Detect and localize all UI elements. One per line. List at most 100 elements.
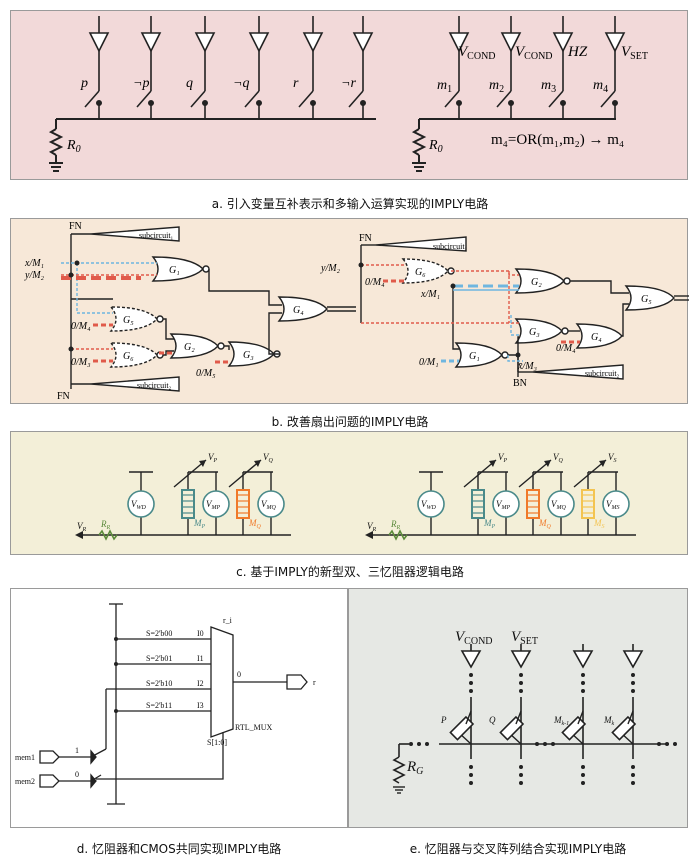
c-right-circuit-meter-3 bbox=[602, 490, 630, 518]
input-x-right-label: x/M₁ bbox=[420, 289, 440, 300]
right-b-labels: FN BN subcircuit₁ subcircuit₂ y/M₂ x/M₁ … bbox=[320, 233, 652, 389]
c-right-circuit-meter-1-label: VMP bbox=[496, 499, 510, 511]
caption-a: a. 引入变量互补表示和多输入运算实现的IMPLY电路 bbox=[211, 197, 489, 211]
gate-label-g2: G₂ bbox=[184, 342, 195, 353]
fn-top-label: FN bbox=[69, 221, 82, 232]
c-left-circuit-meter-2-label: VMQ bbox=[261, 499, 276, 511]
mux-instance-label: r_i bbox=[223, 616, 233, 625]
zero-label-1: 0/M₄ bbox=[365, 277, 385, 288]
left-colored-wires bbox=[61, 262, 231, 364]
panel-b: FN FN subcircuit₁ subcircuit₂ x/M₁ y/M₂ … bbox=[10, 218, 689, 404]
e-memristor-labels: P Q Mk-1 Mk bbox=[440, 715, 615, 727]
c-right-circuit-memristor-label-3: MS bbox=[593, 518, 605, 530]
caption-c: c. 基于IMPLY的新型双、三忆阻器逻辑电路 bbox=[236, 565, 464, 579]
c-left-circuit-source-1 bbox=[173, 459, 207, 488]
mux-select-3: S=2'b11 bbox=[146, 701, 172, 710]
subcircuit2-wedge bbox=[90, 376, 180, 392]
left-r-label: R0 bbox=[66, 138, 81, 155]
gate-label-g5-right: G₅ bbox=[641, 294, 652, 305]
c-right-circuit-rr-label: RR bbox=[390, 519, 401, 531]
switch-label-q: q bbox=[186, 76, 193, 91]
gate-label-g3: G₃ bbox=[243, 350, 254, 361]
panel-e: VCOND VSET RG P Q Mk-1 Mk bbox=[348, 588, 688, 828]
subcircuit2-label: subcircuit₂ bbox=[137, 381, 172, 390]
c-left-circuit-meter-wd bbox=[127, 490, 155, 518]
c-right-circuit-meter-wd-label: VWD bbox=[421, 499, 436, 511]
c-right-circuit-meter-1 bbox=[492, 490, 520, 518]
subcircuit1-right-label: subcircuit₁ bbox=[433, 242, 468, 251]
mux-select-0: S=2'b00 bbox=[146, 629, 172, 638]
right-imply-circuit bbox=[411, 118, 616, 172]
bitline-source-3 bbox=[622, 650, 644, 669]
source-label-vset: VSET bbox=[511, 629, 538, 647]
mux-input-i3: I3 bbox=[197, 701, 204, 710]
xbar-label: x̄/M₃ bbox=[517, 361, 538, 372]
right-switch-labels: m1 m2 m3 m4 bbox=[437, 78, 608, 95]
c-right-circuit-memristor-1 bbox=[471, 489, 485, 519]
panel-b-circuit: FN FN subcircuit₁ subcircuit₂ x/M₁ y/M₂ … bbox=[24, 221, 689, 402]
right-col-0-switch bbox=[444, 90, 460, 108]
c-left-circuit-meter-1 bbox=[202, 490, 230, 518]
input-x-label: x/M₁ bbox=[24, 258, 44, 269]
input-y-label: y/M₂ bbox=[24, 270, 45, 281]
gate-g3 bbox=[227, 341, 275, 367]
c-right-circuit-vr-label: VR bbox=[367, 521, 377, 533]
memristor-label-mk1: Mk-1 bbox=[553, 715, 569, 727]
mux-select-2: S=2'b10 bbox=[146, 679, 172, 688]
switch-label-not-p: ¬p bbox=[133, 76, 149, 91]
gate-label-g6: G₆ bbox=[123, 351, 134, 362]
output-port-r bbox=[286, 674, 308, 690]
memristor-2 bbox=[561, 715, 587, 741]
source-label-vcond-1: VCOND bbox=[458, 44, 496, 62]
c-left-circuit-source-label-1: VP bbox=[208, 452, 218, 464]
right-col-1-switch bbox=[496, 90, 512, 108]
right-source-labels: VCOND VCOND HZ VSET bbox=[458, 44, 648, 62]
zero-label-3: 0/M₁ bbox=[419, 357, 439, 368]
gate-label-g1-right: G₁ bbox=[469, 351, 480, 362]
source-label-hz: HZ bbox=[567, 44, 588, 60]
gate-label-g4: G₄ bbox=[293, 305, 304, 316]
fn-bottom-label: FN bbox=[57, 391, 70, 402]
gate-label-g2-right: G₂ bbox=[531, 277, 542, 288]
right-sources bbox=[444, 16, 626, 119]
memristor-1 bbox=[499, 715, 525, 741]
c-left-circuit-vr-label: VR bbox=[77, 521, 87, 533]
mux-select-port: S[1:0] bbox=[207, 738, 227, 747]
c-right-circuit-memristor-3 bbox=[581, 489, 595, 519]
source-label-vcond-2: VCOND bbox=[515, 44, 553, 62]
caption-b: b. 改善扇出问题的IMPLY电路 bbox=[271, 415, 429, 429]
switch-label-not-q: ¬q bbox=[233, 76, 249, 91]
c-right-circuit-memristor-label-1: MP bbox=[483, 518, 496, 530]
gate-label-g4-right: G₄ bbox=[591, 332, 602, 343]
gate-g4 bbox=[277, 296, 328, 322]
left-col-5-switch bbox=[348, 90, 364, 108]
right-colored-wires bbox=[361, 264, 580, 363]
subcircuit1-wedge bbox=[90, 226, 180, 242]
mux-select-1: S=2'b01 bbox=[146, 654, 172, 663]
left-col-2-switch bbox=[190, 90, 206, 108]
mux-name-label: RTL_MUX bbox=[235, 723, 273, 732]
fn-right-label: FN bbox=[359, 233, 372, 244]
c-right-circuit-memristor-2 bbox=[526, 489, 540, 519]
gate-label-g1: G₁ bbox=[169, 265, 180, 276]
switch-label-m3: m3 bbox=[541, 78, 556, 95]
or-equation: m₄=OR(m₁,m₂) → m₄ bbox=[491, 132, 624, 148]
crossbar-array bbox=[392, 644, 677, 794]
gate-g5 bbox=[109, 306, 158, 332]
left-col-4-source bbox=[302, 32, 324, 53]
caption-e: e. 忆阻器与交叉阵列结合实现IMPLY电路 bbox=[409, 842, 627, 856]
zero-m5-label: 0/M₅ bbox=[196, 368, 216, 379]
memristor-label-q: Q bbox=[489, 715, 496, 725]
left-sources bbox=[84, 16, 374, 119]
rg-label: RG bbox=[406, 759, 423, 777]
bitline-source-1 bbox=[510, 650, 532, 669]
subcircuit1-label: subcircuit₁ bbox=[139, 231, 174, 240]
c-right-circuit-memristor-label-2: MQ bbox=[538, 518, 552, 530]
switch-label-not-r: ¬r bbox=[341, 76, 356, 91]
mux-input-i2: I2 bbox=[197, 679, 204, 688]
c-right-circuit-source-label-3: VS bbox=[608, 452, 617, 464]
